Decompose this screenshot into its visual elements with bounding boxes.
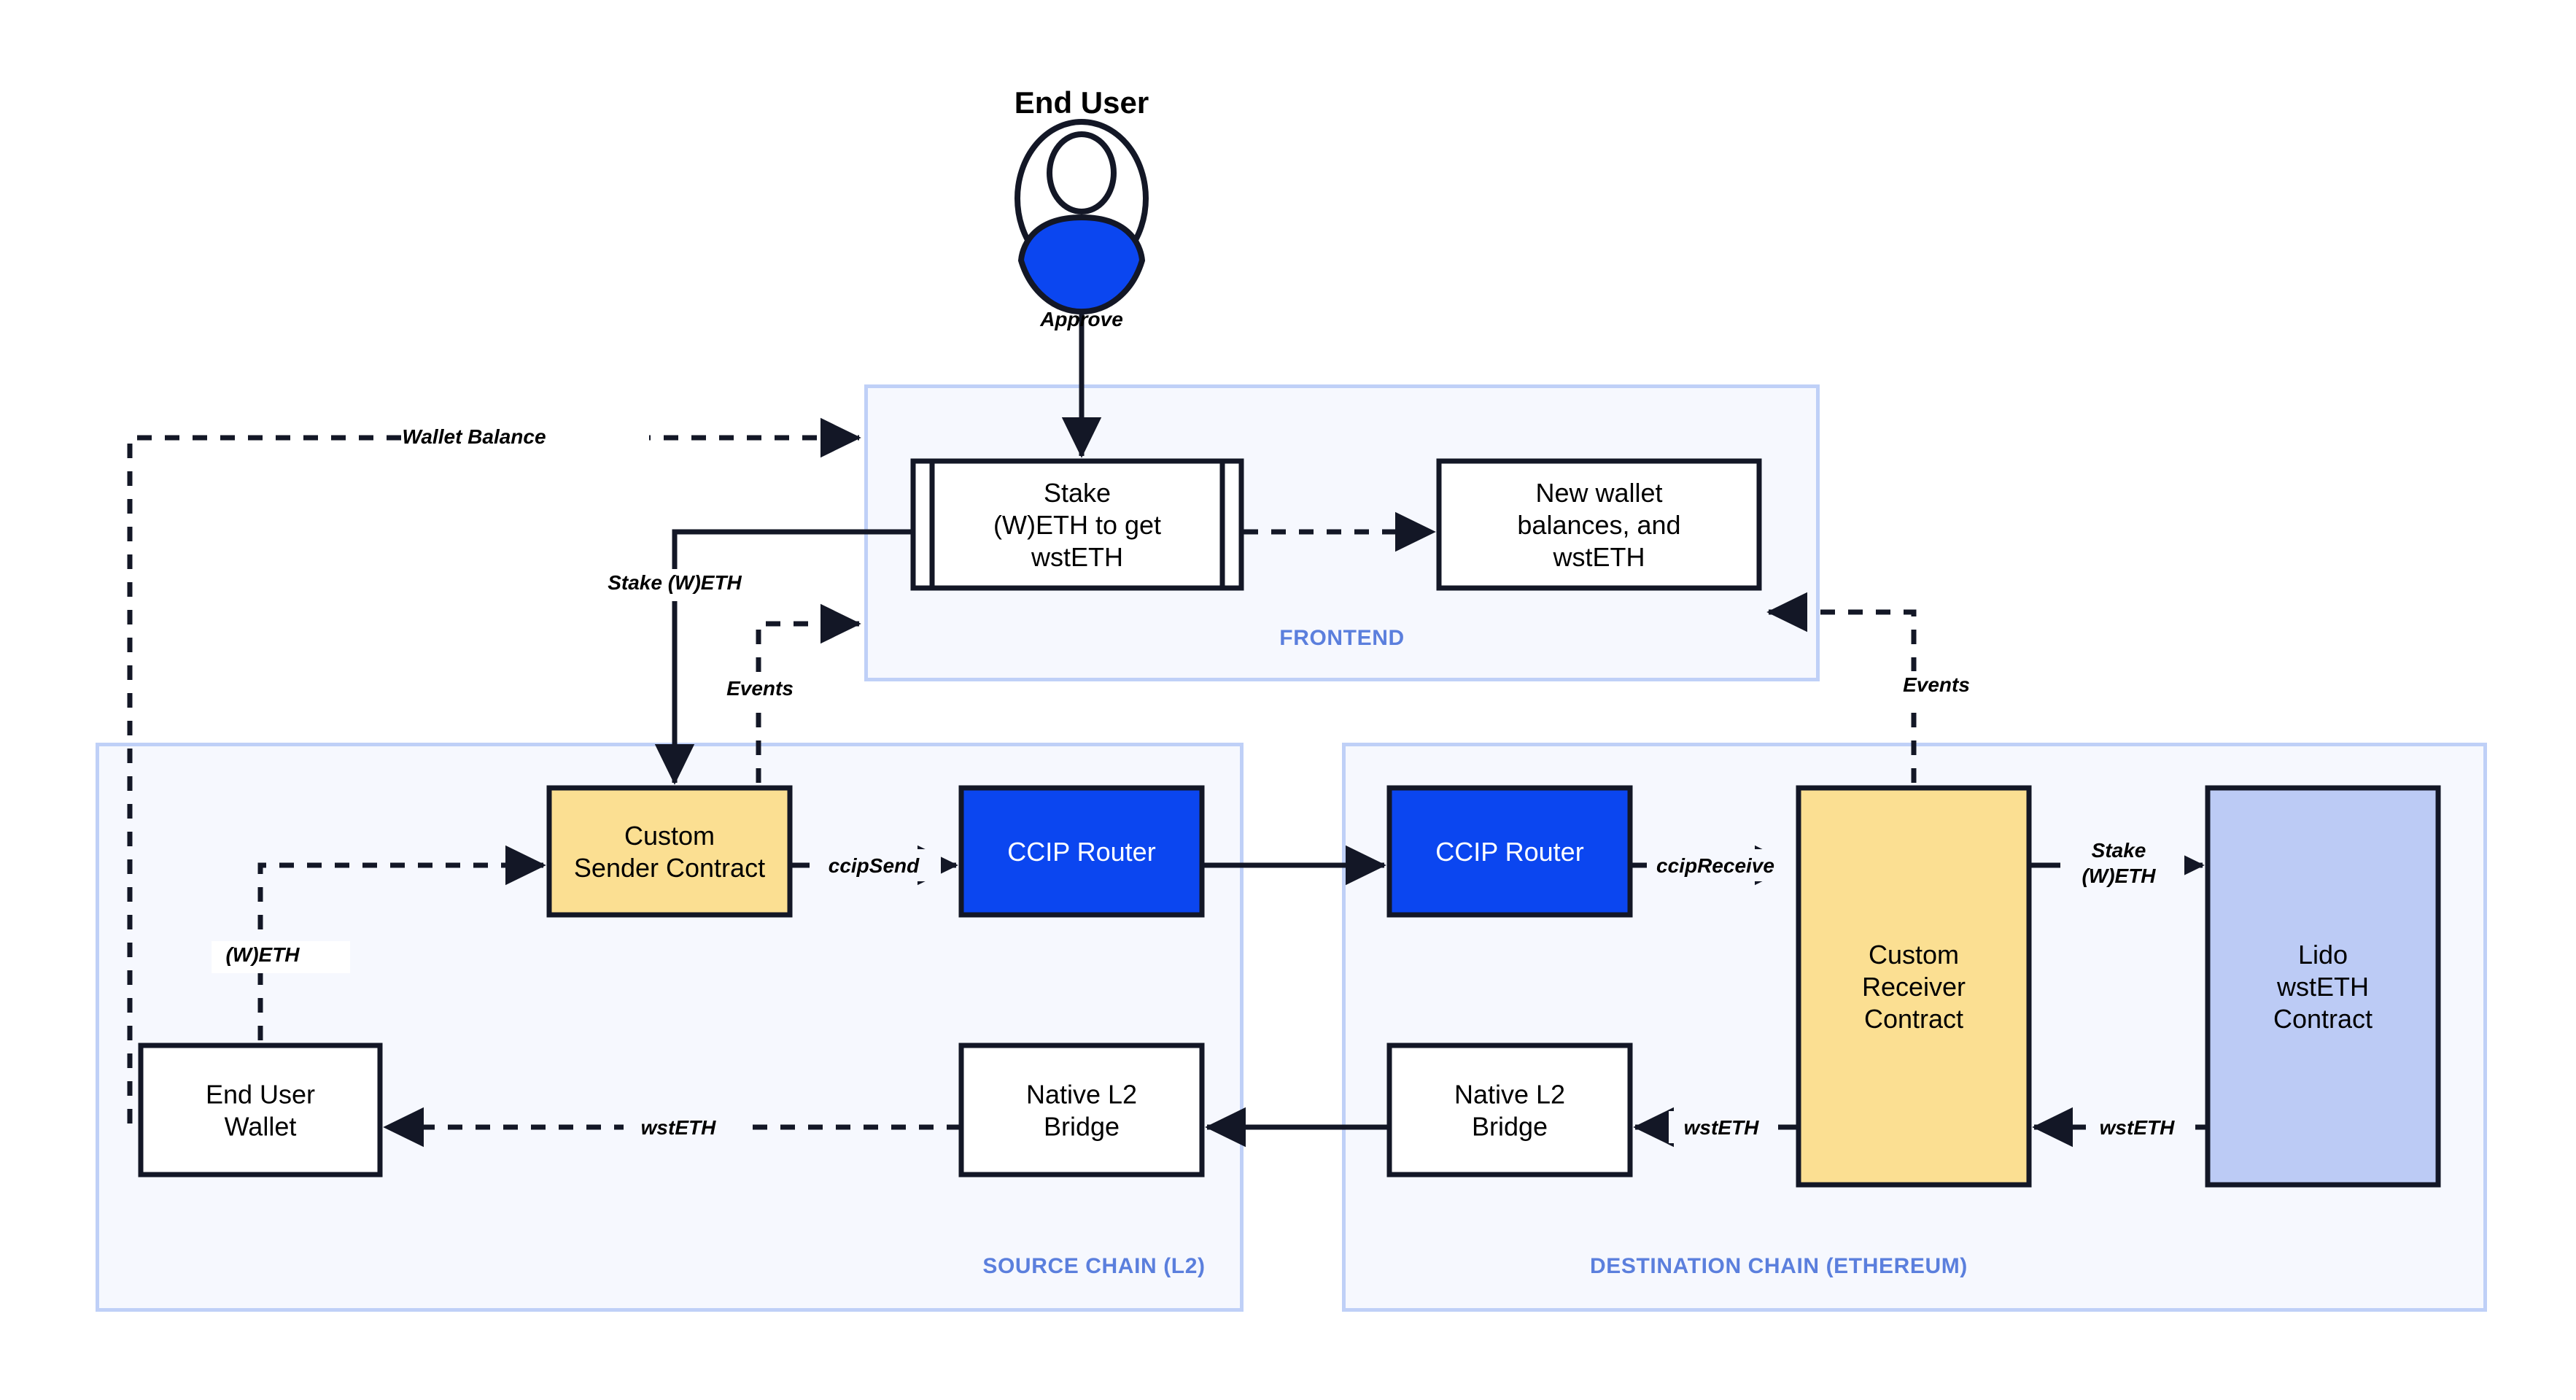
edge-label-events-left: Events <box>726 677 794 700</box>
node-label-ccip-router-source: CCIP Router <box>1007 837 1155 867</box>
edge-weth <box>257 845 546 1040</box>
group-label-source-chain: SOURCE CHAIN (L2) <box>982 1254 1205 1278</box>
edge-label-events-right: Events <box>1903 673 1970 696</box>
edge-label-stake-weth-right-2: (W)ETH <box>2082 865 2156 887</box>
edge-label-wsteth-lido: wstETH <box>2100 1116 2175 1139</box>
node-ccip-router-destination[interactable]: CCIP Router <box>1386 785 1633 918</box>
edge-label-ccipreceive: ccipReceive <box>1656 854 1774 877</box>
edge-label-stake-weth-left: Stake (W)ETH <box>608 571 742 594</box>
edge-events-right <box>1766 592 1917 783</box>
edge-label-wsteth-wallet: wstETH <box>641 1116 716 1139</box>
edge-label-wallet-balance-text: Wallet Balance <box>402 425 546 448</box>
group-label-frontend: FRONTEND <box>1279 626 1404 650</box>
node-ccip-router-source[interactable]: CCIP Router <box>958 785 1205 918</box>
group-label-destination-chain: DESTINATION CHAIN (ETHEREUM) <box>1590 1254 1968 1278</box>
edge-events-left <box>756 603 861 783</box>
edge-label-weth: (W)ETH <box>225 943 300 966</box>
edge-label-ccipsend: ccipSend <box>829 854 920 877</box>
edge-label-wsteth-receiver: wstETH <box>1684 1116 1759 1139</box>
edge-stake-weth-left <box>654 529 913 785</box>
actor-label-end-user: End User <box>1015 85 1149 120</box>
user-icon <box>1015 119 1149 315</box>
actor-end-user: End User <box>1015 85 1149 315</box>
edge-label-stake-weth-right: Stake <box>2092 839 2146 862</box>
node-label-ccip-router-destination: CCIP Router <box>1435 837 1583 867</box>
